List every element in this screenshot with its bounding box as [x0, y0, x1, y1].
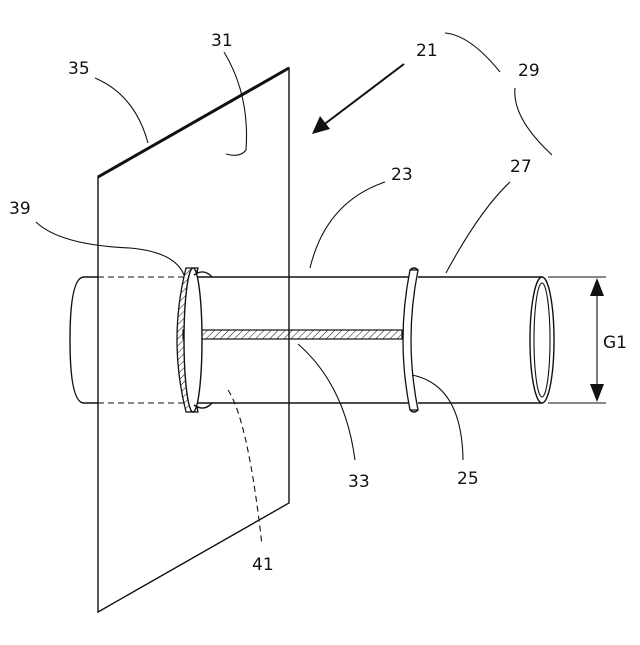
coupling — [403, 268, 418, 412]
label-21: 21 — [416, 41, 438, 61]
outer-pipe — [418, 277, 554, 403]
leader-29-upper — [445, 33, 500, 72]
dimension-g1 — [548, 277, 606, 403]
label-33: 33 — [348, 472, 370, 492]
leader-35 — [95, 78, 148, 143]
label-35: 35 — [68, 59, 90, 79]
label-23: 23 — [391, 165, 413, 185]
leader-29-lower — [515, 88, 552, 155]
leader-27 — [446, 182, 510, 273]
leader-25 — [412, 375, 463, 460]
label-29: 29 — [518, 61, 540, 81]
label-39: 39 — [9, 199, 31, 219]
label-31: 31 — [211, 31, 233, 51]
leader-23 — [310, 182, 385, 268]
label-g1: G1 — [603, 333, 627, 353]
hatched-strip — [183, 330, 402, 339]
label-41: 41 — [252, 555, 274, 575]
label-27: 27 — [510, 157, 532, 177]
direction-arrow-21 — [312, 64, 404, 134]
label-25: 25 — [457, 469, 479, 489]
leader-33 — [298, 344, 355, 460]
left-pipe-stub — [70, 277, 100, 403]
